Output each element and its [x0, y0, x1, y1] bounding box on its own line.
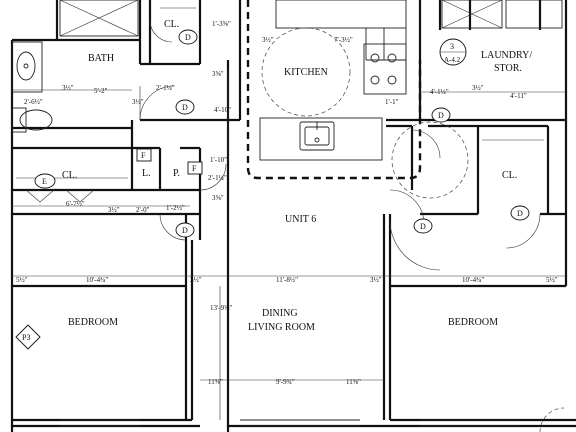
dim-closet-left-c: 2'-0"	[136, 206, 150, 214]
electric-tag: E	[42, 177, 47, 186]
door-tag: D	[438, 111, 444, 120]
room-label-living-room: LIVING ROOM	[248, 322, 315, 333]
dim-hall-b: 1'-10"	[210, 156, 227, 164]
room-label-dining: DINING	[262, 308, 298, 319]
room-label-closet-right: CL.	[502, 170, 517, 181]
door-tag: D	[182, 226, 188, 235]
section-number: 3	[450, 42, 454, 51]
room-label-kitchen: KITCHEN	[284, 67, 328, 78]
door-tag: D	[420, 222, 426, 231]
dim-window-a: 11⅜"	[208, 378, 223, 386]
dim-hall-a: 3½"	[132, 98, 144, 106]
laundry-appliances	[441, 0, 563, 29]
dim-kitchen-d: 1'-1"	[385, 98, 399, 106]
room-label-linen: L.	[142, 168, 151, 179]
room-label-pantry: P.	[173, 168, 180, 179]
laundry-turning-circle	[391, 121, 469, 199]
windows	[60, 407, 565, 432]
dim-hall-c: 2'-1¼"	[208, 174, 227, 182]
dim-closet-left-b: 3½"	[108, 206, 120, 214]
dim-living-width: 11'-8½"	[276, 276, 298, 284]
room-label-closet-left: CL.	[62, 170, 77, 181]
door-tag: D	[185, 33, 191, 42]
dim-bed-left-b: 3½"	[190, 276, 202, 284]
dim-closet-top-a: 1'-3⅝"	[212, 20, 231, 28]
dimension-texts: 5'-2" 3½" 2'-6½" 2'-1¼" 3⅝" 1'-3⅝" 3½" 7…	[16, 20, 558, 386]
room-label-bath: BATH	[88, 53, 114, 64]
dim-kitchen-b: 7'-3½"	[334, 36, 353, 44]
dim-kitchen-c: 4'-10"	[214, 106, 231, 114]
dim-laundry-c: 4'-11"	[510, 92, 527, 100]
closet-rods	[16, 7, 544, 203]
dim-bed-right-a: 5½"	[546, 276, 558, 284]
room-label-laundry: LAUNDRY/	[481, 50, 532, 61]
dim-bed-left-a: 5½"	[16, 276, 28, 284]
panel-tag: P3	[22, 333, 30, 342]
dim-living-b: 3½"	[370, 276, 382, 284]
dim-kitchen-a: 3½"	[262, 36, 274, 44]
dim-hall-d: 3⅝"	[212, 194, 224, 202]
kitchen-counters	[259, 0, 407, 161]
dim-window-c: 11⅜"	[346, 378, 361, 386]
dim-closet-top-right: 3⅝"	[212, 70, 224, 78]
dim-bed-left-width: 10'-4¾"	[86, 276, 108, 284]
kitchen-turning-circle	[261, 27, 351, 117]
dim-window-b: 9'-9¾"	[276, 378, 295, 386]
dim-living-height: 13'-9⅝"	[210, 304, 232, 312]
door-tags: D D D D D D F F E P3 3 A-4.2	[15, 29, 530, 350]
dim-vanity: 2'-6½"	[24, 98, 43, 106]
fire-tag: F	[192, 164, 197, 173]
section-sheet: A-4.2	[444, 56, 461, 64]
kitchen-sink	[299, 121, 335, 151]
dim-closet-top-width: 2'-1¼"	[156, 84, 175, 92]
door-tag: D	[182, 103, 188, 112]
dim-bath-width: 5'-2"	[94, 87, 108, 95]
bath-fixtures	[11, 0, 139, 133]
room-label-closet-top: CL.	[164, 19, 179, 30]
dim-laundry-a: 4'-1¼"	[430, 88, 449, 96]
room-label-unit: UNIT 6	[285, 214, 316, 225]
room-label-laundry-stor: STOR.	[494, 63, 522, 74]
dim-laundry-b: 3½"	[472, 84, 484, 92]
fire-tag: F	[141, 151, 146, 160]
room-label-bedroom-left: BEDROOM	[68, 317, 118, 328]
dim-closet-left-d: 1'-2½"	[166, 204, 185, 212]
dim-bath-half: 3½"	[62, 84, 74, 92]
room-label-bedroom-right: BEDROOM	[448, 317, 498, 328]
door-swings	[139, 19, 541, 271]
dim-closet-left-a: 6'-7½"	[66, 200, 85, 208]
door-tag: D	[517, 209, 523, 218]
dim-bed-right-width: 10'-4¾"	[462, 276, 484, 284]
kitchen-outline	[246, 0, 422, 180]
dimension-lines	[12, 70, 566, 420]
